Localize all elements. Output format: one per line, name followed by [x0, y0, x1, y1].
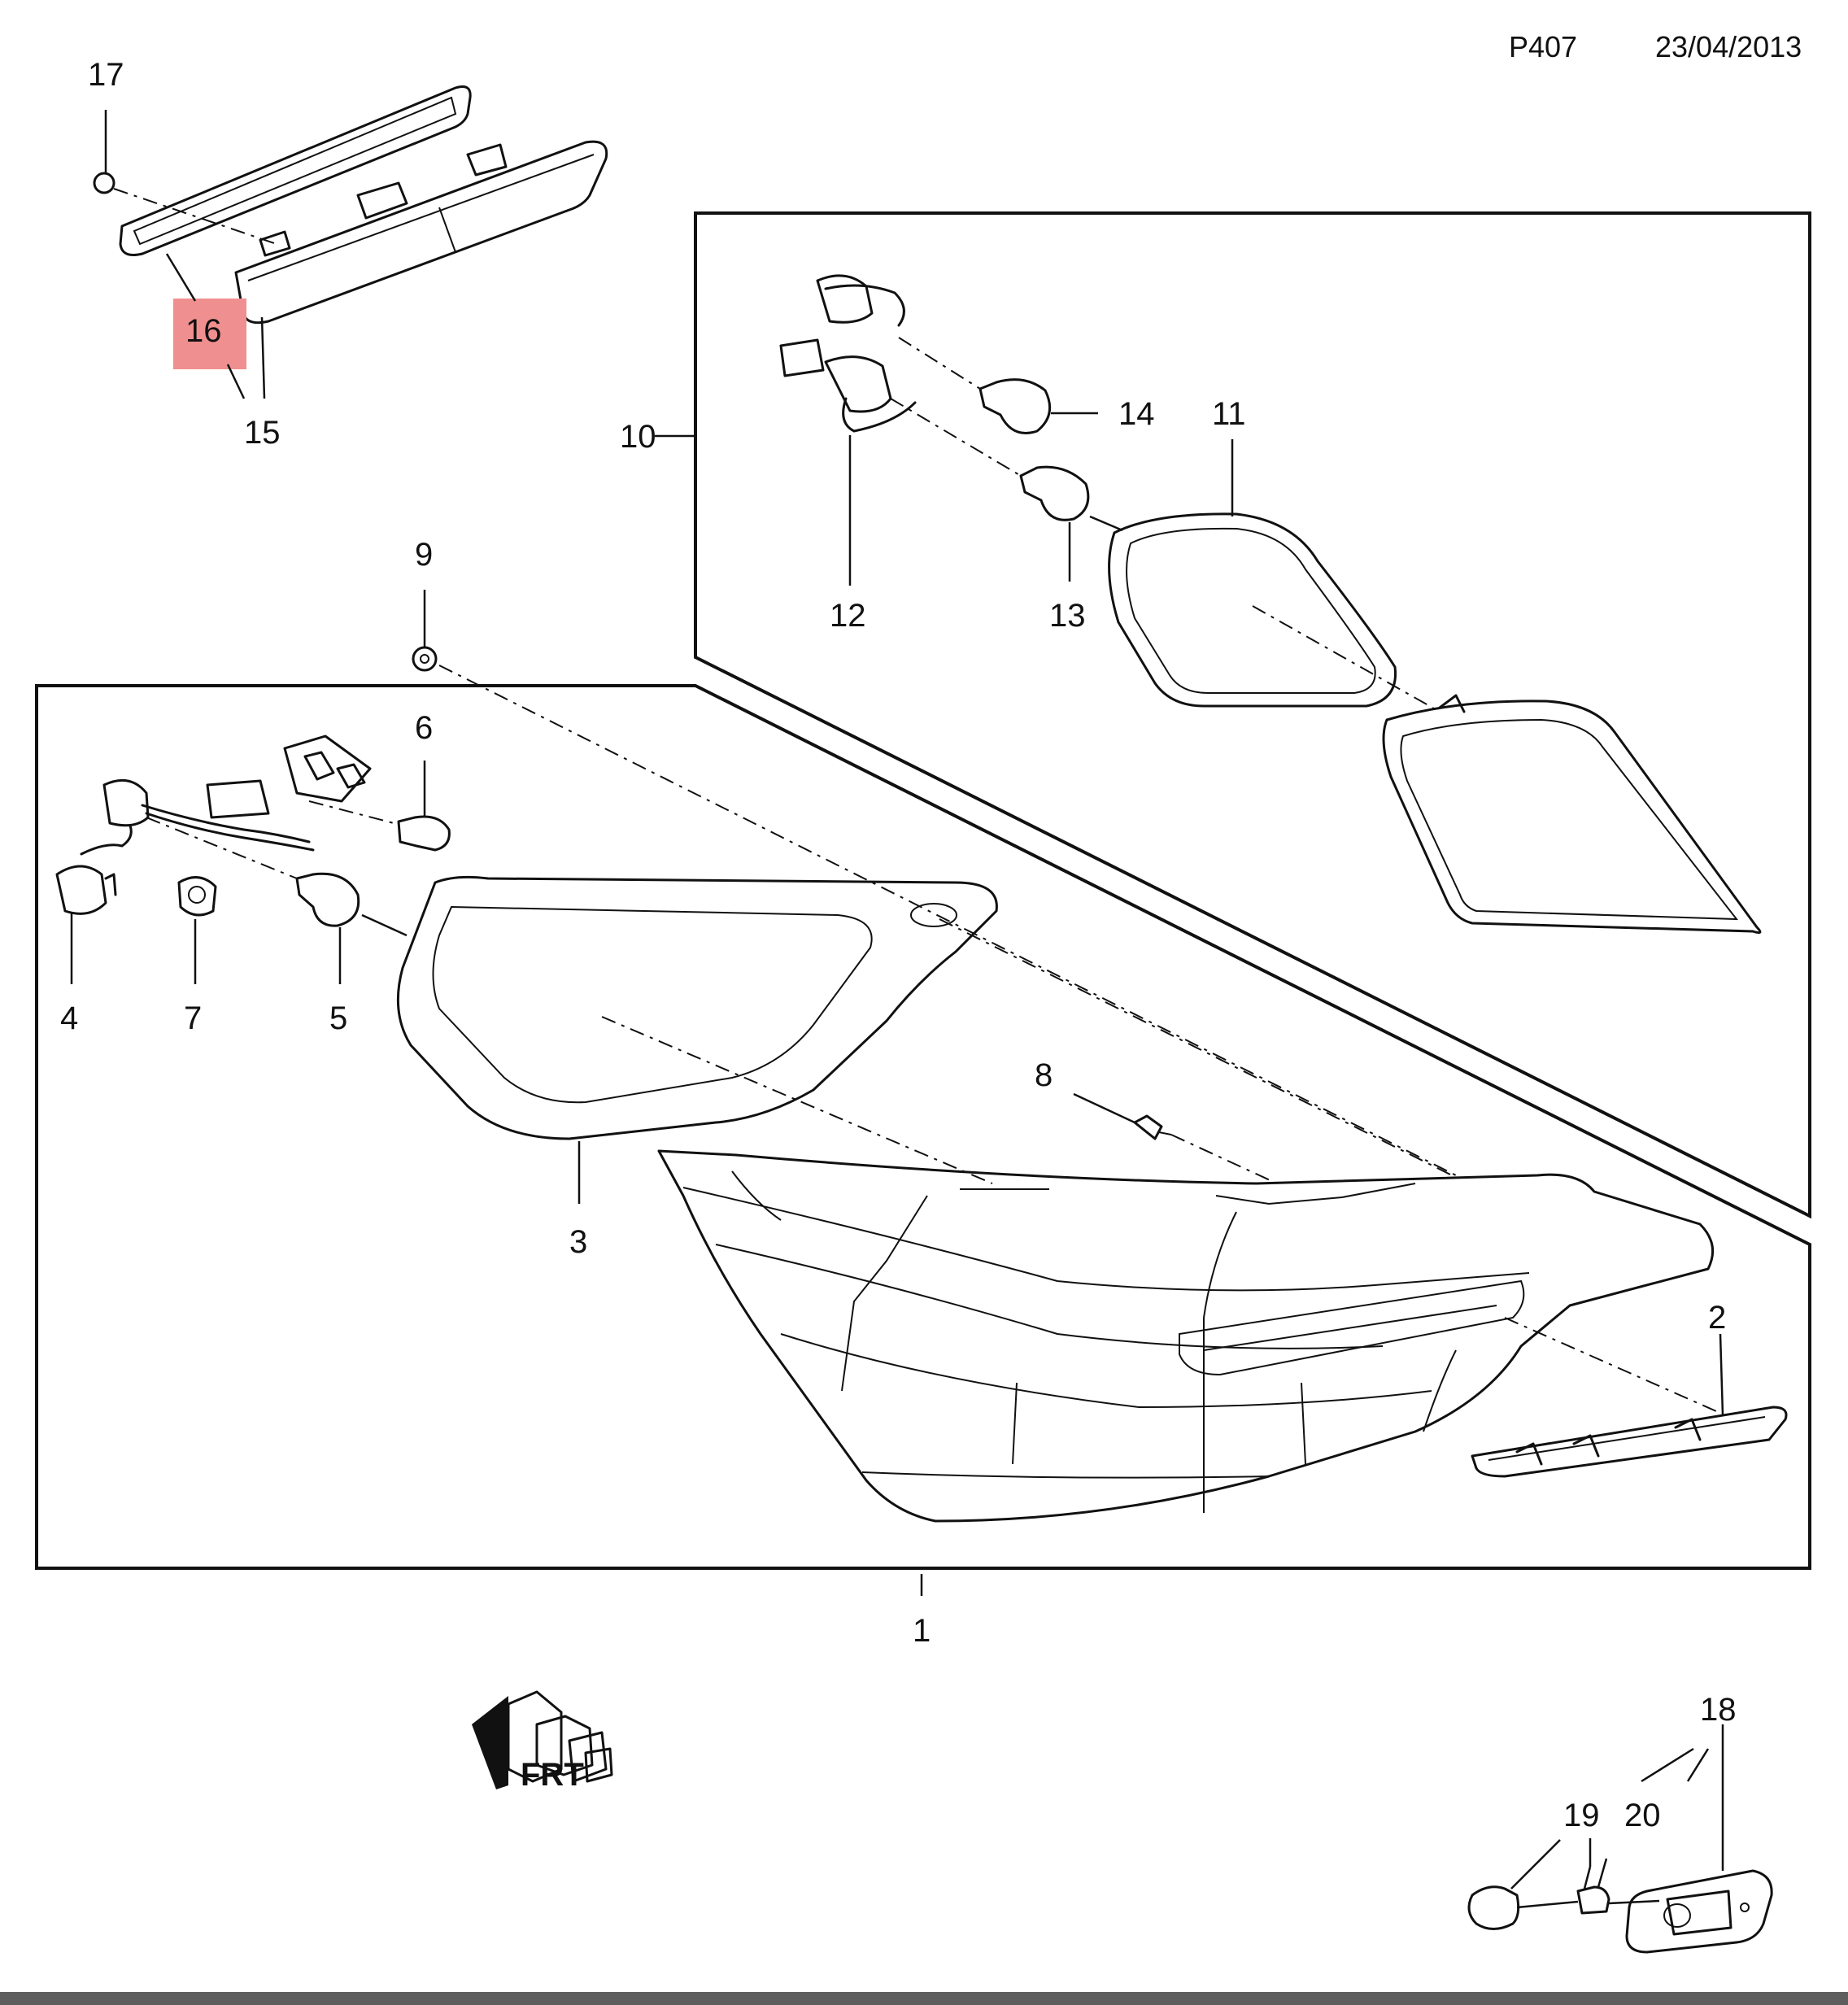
callout-4[interactable]: 4	[60, 1000, 78, 1036]
callout-16[interactable]: 16	[185, 313, 222, 349]
harness-socket-4	[55, 734, 372, 915]
callout-14[interactable]: 14	[1118, 396, 1155, 432]
callout-5[interactable]: 5	[329, 1000, 347, 1036]
diagram-date: 23/04/2013	[1655, 30, 1802, 63]
assembly-1-frame	[35, 684, 1811, 1570]
callout-19[interactable]: 19	[1563, 1798, 1600, 1833]
bulb-20	[1576, 1885, 1610, 1915]
callout-1[interactable]: 1	[913, 1613, 931, 1649]
nut-17	[93, 172, 116, 194]
bulb-5	[295, 872, 360, 927]
callout-20[interactable]: 20	[1624, 1798, 1661, 1833]
nut-9	[412, 646, 438, 672]
front-direction-label: FRT	[521, 1757, 584, 1793]
gasket-3	[396, 875, 998, 1140]
callout-11[interactable]: 11	[1212, 396, 1246, 432]
bulb-14	[978, 378, 1052, 434]
callout-17[interactable]: 17	[88, 57, 124, 93]
diagram-code: P407	[1509, 30, 1577, 63]
callout-2[interactable]: 2	[1708, 1300, 1726, 1336]
callout-13[interactable]: 13	[1049, 598, 1086, 634]
callout-8[interactable]: 8	[1035, 1057, 1053, 1093]
highlight-16	[173, 299, 246, 369]
callout-18[interactable]: 18	[1700, 1692, 1737, 1728]
front-direction-mark: FRT	[472, 1690, 613, 1793]
screw-8	[1133, 1114, 1172, 1140]
callout-10[interactable]: 10	[620, 419, 656, 455]
callout-7[interactable]: 7	[184, 1000, 202, 1036]
callout-15[interactable]: 15	[244, 415, 281, 451]
bulb-6	[397, 815, 451, 852]
inner-lamp-10	[1382, 694, 1762, 935]
callout-3[interactable]: 3	[569, 1224, 587, 1260]
assembly-10-frame	[694, 211, 1811, 1219]
socket-12	[779, 274, 917, 433]
high-mount-lamp	[119, 85, 608, 325]
socket-19	[1467, 1885, 1520, 1930]
bracket-2	[1471, 1406, 1788, 1478]
bulb-13	[1019, 465, 1090, 521]
page-footer-bar	[0, 1992, 1848, 2005]
socket-7	[177, 876, 217, 917]
gasket-11	[1108, 512, 1397, 708]
licence-lamp-18	[1625, 1869, 1773, 1954]
callout-9[interactable]: 9	[415, 537, 433, 573]
callout-12[interactable]: 12	[830, 598, 866, 634]
tail-lamp-1	[657, 1149, 1715, 1523]
callout-6[interactable]: 6	[415, 710, 433, 746]
